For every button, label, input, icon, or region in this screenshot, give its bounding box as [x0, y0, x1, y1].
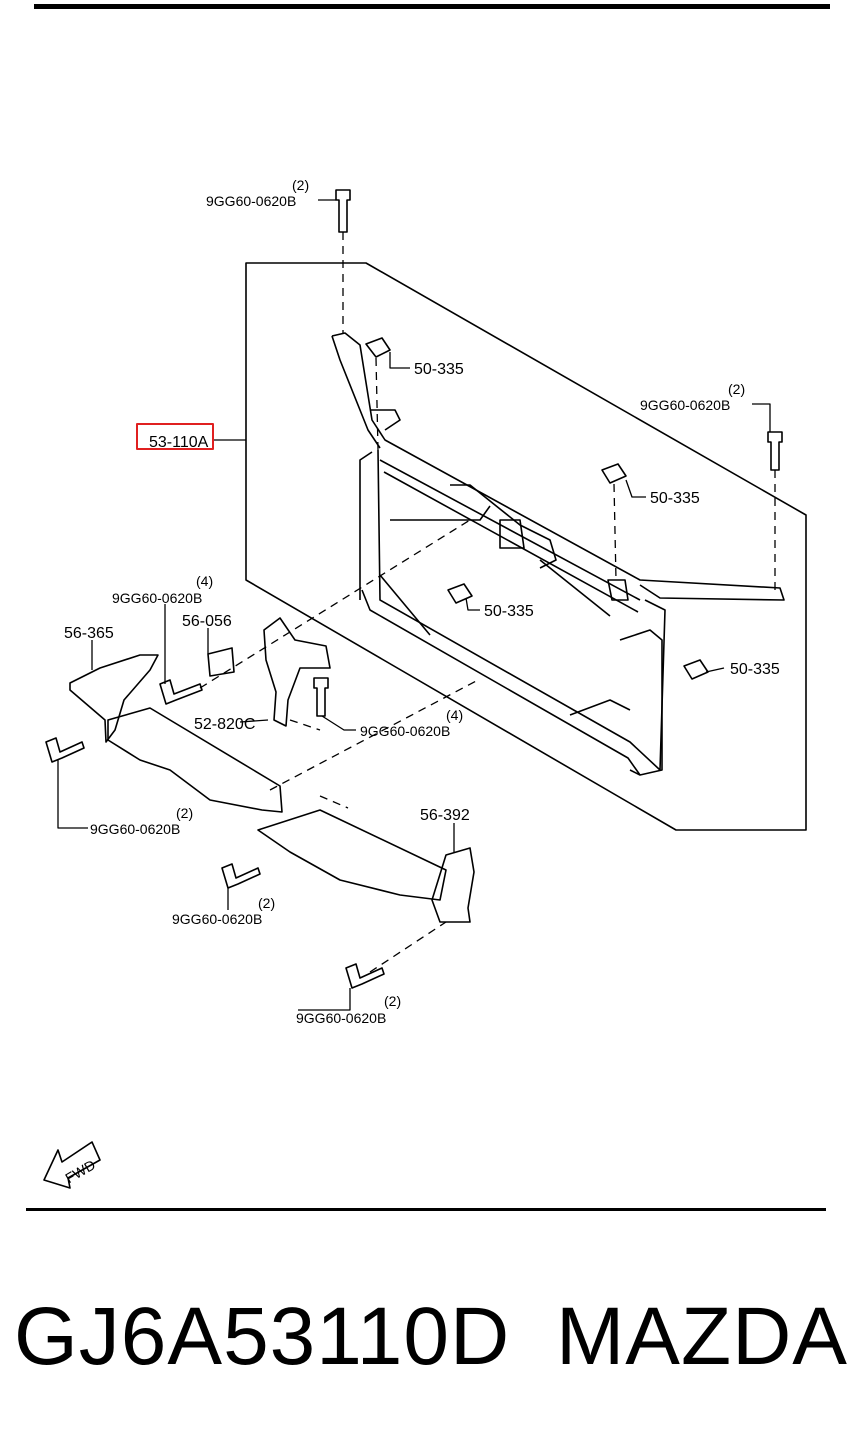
callout-clip-1: 50-335 [414, 361, 464, 378]
callout-bolt-mid: 9GG60-0620B [172, 911, 262, 927]
top-rule [34, 4, 830, 9]
callout-clip-2: 50-335 [650, 490, 700, 507]
callout-main-part: 53-110A [149, 434, 209, 451]
callout-clip-3: 50-335 [484, 603, 534, 620]
exploded-parts-diagram: 53-110A (2) 9GG60-0620B 50-335 (2) 9GG60… [43, 177, 807, 1189]
bolt-icons [45, 189, 783, 989]
radiator-support-frame [331, 332, 785, 776]
qty-bolt-left: (2) [176, 805, 193, 821]
callout-deflector: 56-392 [420, 807, 470, 824]
qty-bolt-bracket: (4) [196, 573, 213, 589]
latch-52-820c [263, 617, 331, 727]
qty-bolt-mid: (2) [258, 895, 275, 911]
clip-right [601, 463, 627, 484]
bracket-56-365 [69, 654, 159, 743]
callout-bolt-bottom: 9GG60-0620B [296, 1010, 386, 1026]
callout-bolt-bracket: 9GG60-0620B [112, 590, 202, 606]
part-number: GJ6A53110D [14, 1291, 511, 1382]
callout-latch: 52-820C [194, 716, 255, 733]
shield-lower [257, 809, 447, 901]
bracket-56-056 [207, 647, 235, 677]
shield-strip [107, 707, 283, 813]
bottom-rule [26, 1208, 826, 1211]
qty-bolt-right: (2) [728, 381, 745, 397]
callout-bolt-top: 9GG60-0620B [206, 193, 296, 209]
clip-middle [447, 583, 473, 604]
deflector-56-392 [431, 847, 475, 923]
leader-lines [57, 199, 771, 1011]
callout-highlight [136, 423, 214, 450]
callout-bolt-right: 9GG60-0620B [640, 397, 730, 413]
qty-bolt-latch: (4) [446, 707, 463, 723]
callout-clip-4: 50-335 [730, 661, 780, 678]
clip-top [365, 337, 391, 358]
callout-bracket-left: 56-365 [64, 625, 114, 642]
fwd-label: FWD [62, 1156, 98, 1186]
fwd-arrow-icon [43, 1141, 101, 1189]
callout-bracket-small: 56-056 [182, 613, 232, 630]
qty-bolt-bottom: (2) [384, 993, 401, 1009]
qty-bolt-top: (2) [292, 177, 309, 193]
assembly-outline [245, 262, 807, 831]
callout-bolt-left: 9GG60-0620B [90, 821, 180, 837]
clip-lower-right [683, 659, 709, 680]
callout-bolt-latch: 9GG60-0620B [360, 723, 450, 739]
assembly-guide-lines [199, 232, 776, 973]
brand-name: MAZDA [556, 1291, 848, 1382]
